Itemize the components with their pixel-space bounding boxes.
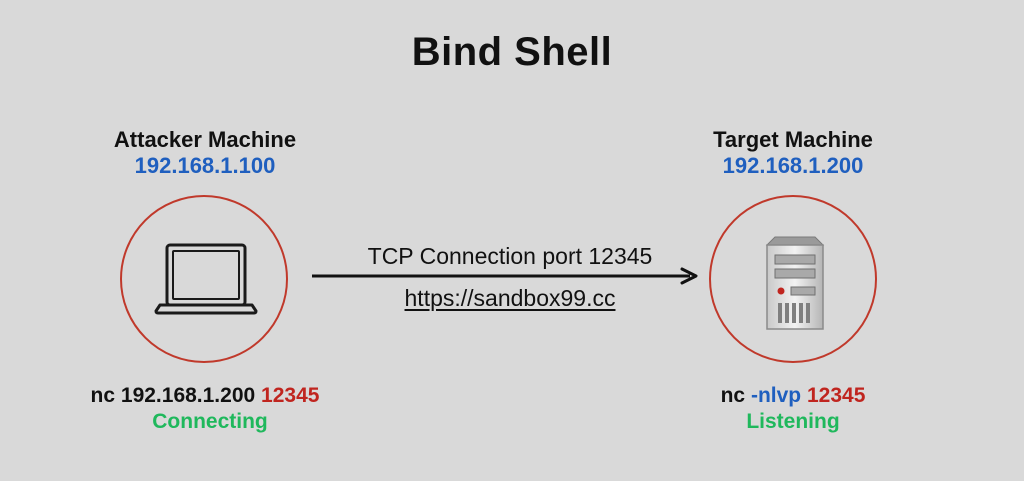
target-ip: 192.168.1.200 — [722, 153, 864, 178]
attacker-command-port: 12345 — [261, 384, 320, 407]
target-machine-label: Target Machine — [713, 127, 873, 152]
attacker-ip: 192.168.1.100 — [134, 153, 276, 178]
attacker-circle — [120, 195, 288, 363]
target-circle — [709, 195, 877, 363]
laptop-icon — [154, 243, 258, 315]
attacker-command: nc 192.168.1.200 12345 — [25, 384, 385, 408]
attacker-machine-label: Attacker Machine — [113, 127, 297, 152]
target-command-port: 12345 — [806, 384, 866, 407]
target-command-base: nc — [720, 384, 746, 407]
server-icon — [765, 236, 825, 330]
connection-arrow — [312, 267, 698, 285]
connection-url[interactable]: https://sandbox99.cc — [404, 285, 616, 311]
attacker-status: Connecting — [152, 410, 268, 433]
connection-label: TCP Connection port 12345 — [367, 243, 653, 269]
target-status: Listening — [746, 410, 840, 433]
page-title: Bind Shell — [411, 30, 613, 74]
attacker-command-base: nc 192.168.1.200 — [90, 384, 256, 407]
target-command: nc -nlvp 12345 — [613, 384, 973, 408]
target-command-flags: -nlvp — [750, 384, 802, 407]
